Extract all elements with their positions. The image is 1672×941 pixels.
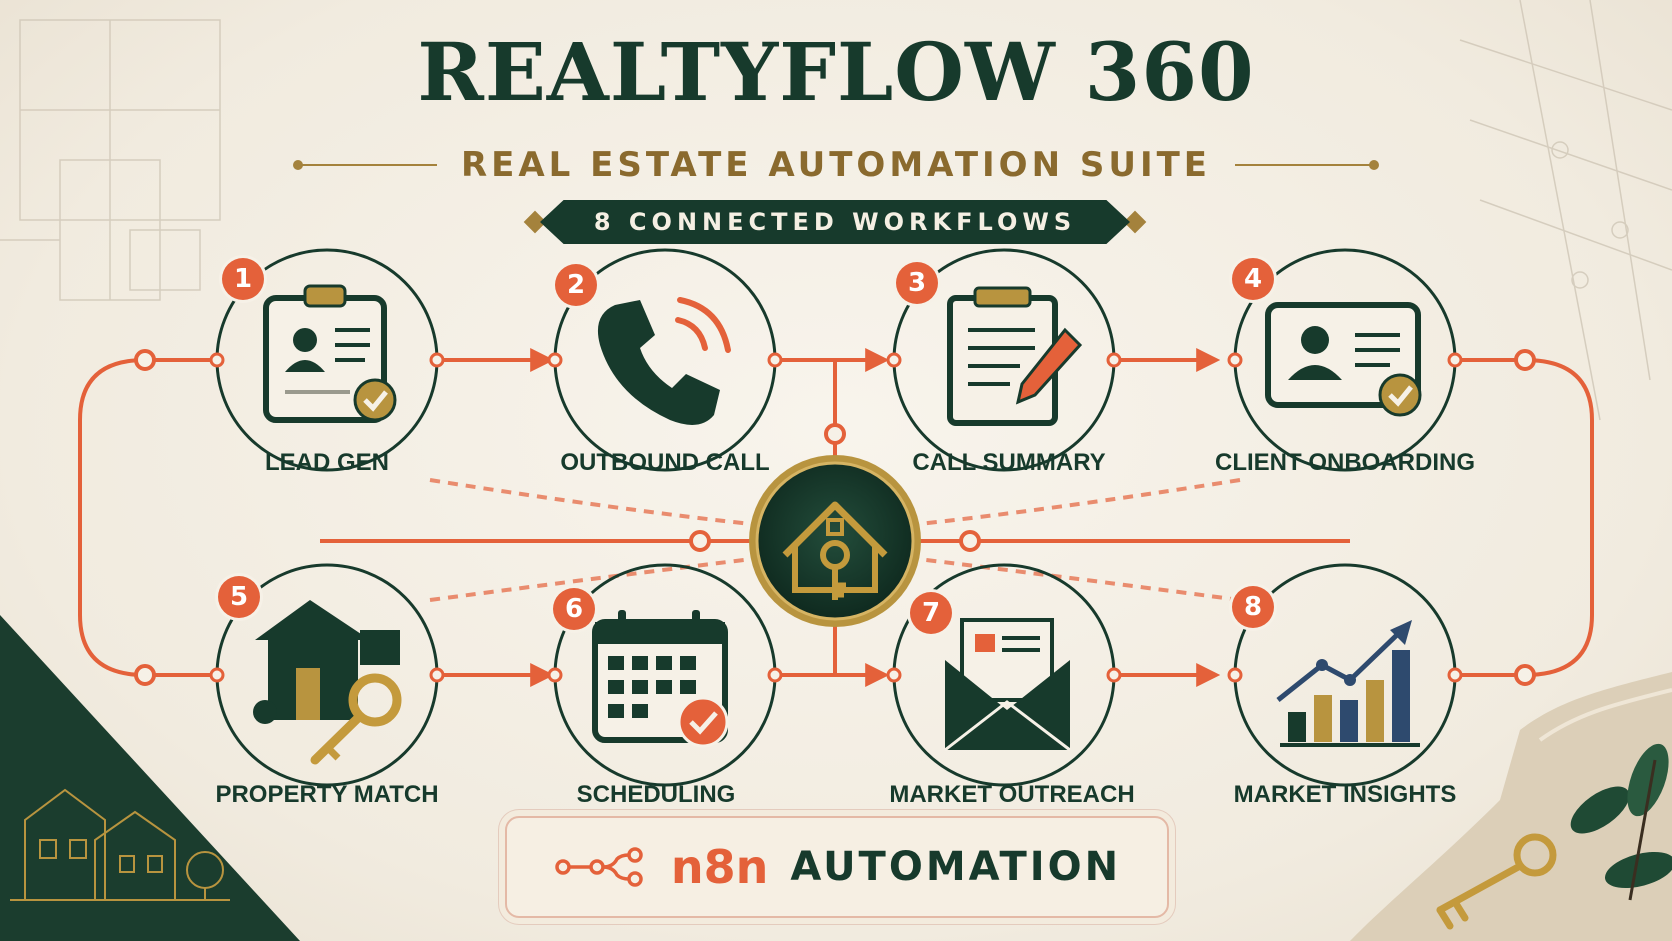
envelope-letter-icon — [944, 618, 1071, 752]
phone-icon — [597, 297, 731, 425]
workflow-number-badge-6: 6 — [553, 588, 595, 630]
workflow-label-call-summary: CALL SUMMARY — [912, 449, 1106, 476]
workflow-number-badge-2: 2 — [555, 264, 597, 306]
workflow-label-property-match: PROPERTY MATCH — [215, 781, 439, 808]
workflow-connectors — [78, 348, 1594, 687]
corner-paper-decoration — [1350, 672, 1672, 941]
calendar-check-icon — [592, 610, 729, 748]
automation-text: AUTOMATION — [790, 844, 1122, 890]
workflow-number-badge-8: 8 — [1232, 586, 1274, 628]
n8n-automation-badge: n8n AUTOMATION — [505, 816, 1169, 918]
leaves-decoration — [1570, 743, 1672, 901]
gold-key-decoration — [1436, 833, 1557, 930]
house-key-hub-icon — [749, 455, 921, 627]
workflow-label-client-onboarding: CLIENT ONBOARDING — [1215, 449, 1475, 476]
ring-port-nodes — [209, 352, 1463, 683]
workflow-number-badge-4: 4 — [1232, 258, 1274, 300]
workflow-number-badge-5: 5 — [218, 576, 260, 618]
workflow-label-scheduling: SCHEDULING — [576, 781, 736, 808]
workflow-label-market-outreach: MARKET OUTREACH — [889, 781, 1135, 808]
house-key-icon — [253, 600, 402, 765]
workflow-label-lead-gen: LEAD GEN — [264, 449, 389, 476]
n8n-brand-text: n8n — [670, 840, 769, 894]
page-subtitle: REAL ESTATE AUTOMATION SUITE — [460, 145, 1212, 185]
connector-nodes — [134, 349, 1536, 686]
n8n-node-logo-icon — [555, 847, 643, 887]
id-card-check-icon — [1265, 302, 1422, 417]
workflow-label-outbound-call: OUTBOUND CALL — [560, 449, 770, 476]
workflow-number-badge-3: 3 — [896, 262, 938, 304]
clipboard-profile-icon — [263, 284, 397, 423]
notepad-pencil-icon — [947, 286, 1083, 426]
blueprint-right-decoration — [1459, 0, 1672, 421]
workflows-banner: 8 CONNECTED WORKFLOWS — [540, 200, 1130, 244]
bar-chart-trend-icon — [1276, 620, 1420, 747]
blueprint-left-decoration — [0, 19, 221, 301]
workflow-number-badge-7: 7 — [910, 592, 952, 634]
subtitle-row: REAL ESTATE AUTOMATION SUITE — [0, 140, 1672, 190]
subtitle-divider-right — [1235, 160, 1380, 170]
workflow-label-market-insights: MARKET INSIGHTS — [1233, 781, 1457, 808]
page-title: REALTYFLOW 360 — [417, 25, 1255, 119]
corner-green-panel — [0, 615, 300, 941]
subtitle-divider-left — [292, 160, 437, 170]
workflow-number-badge-1: 1 — [222, 258, 264, 300]
